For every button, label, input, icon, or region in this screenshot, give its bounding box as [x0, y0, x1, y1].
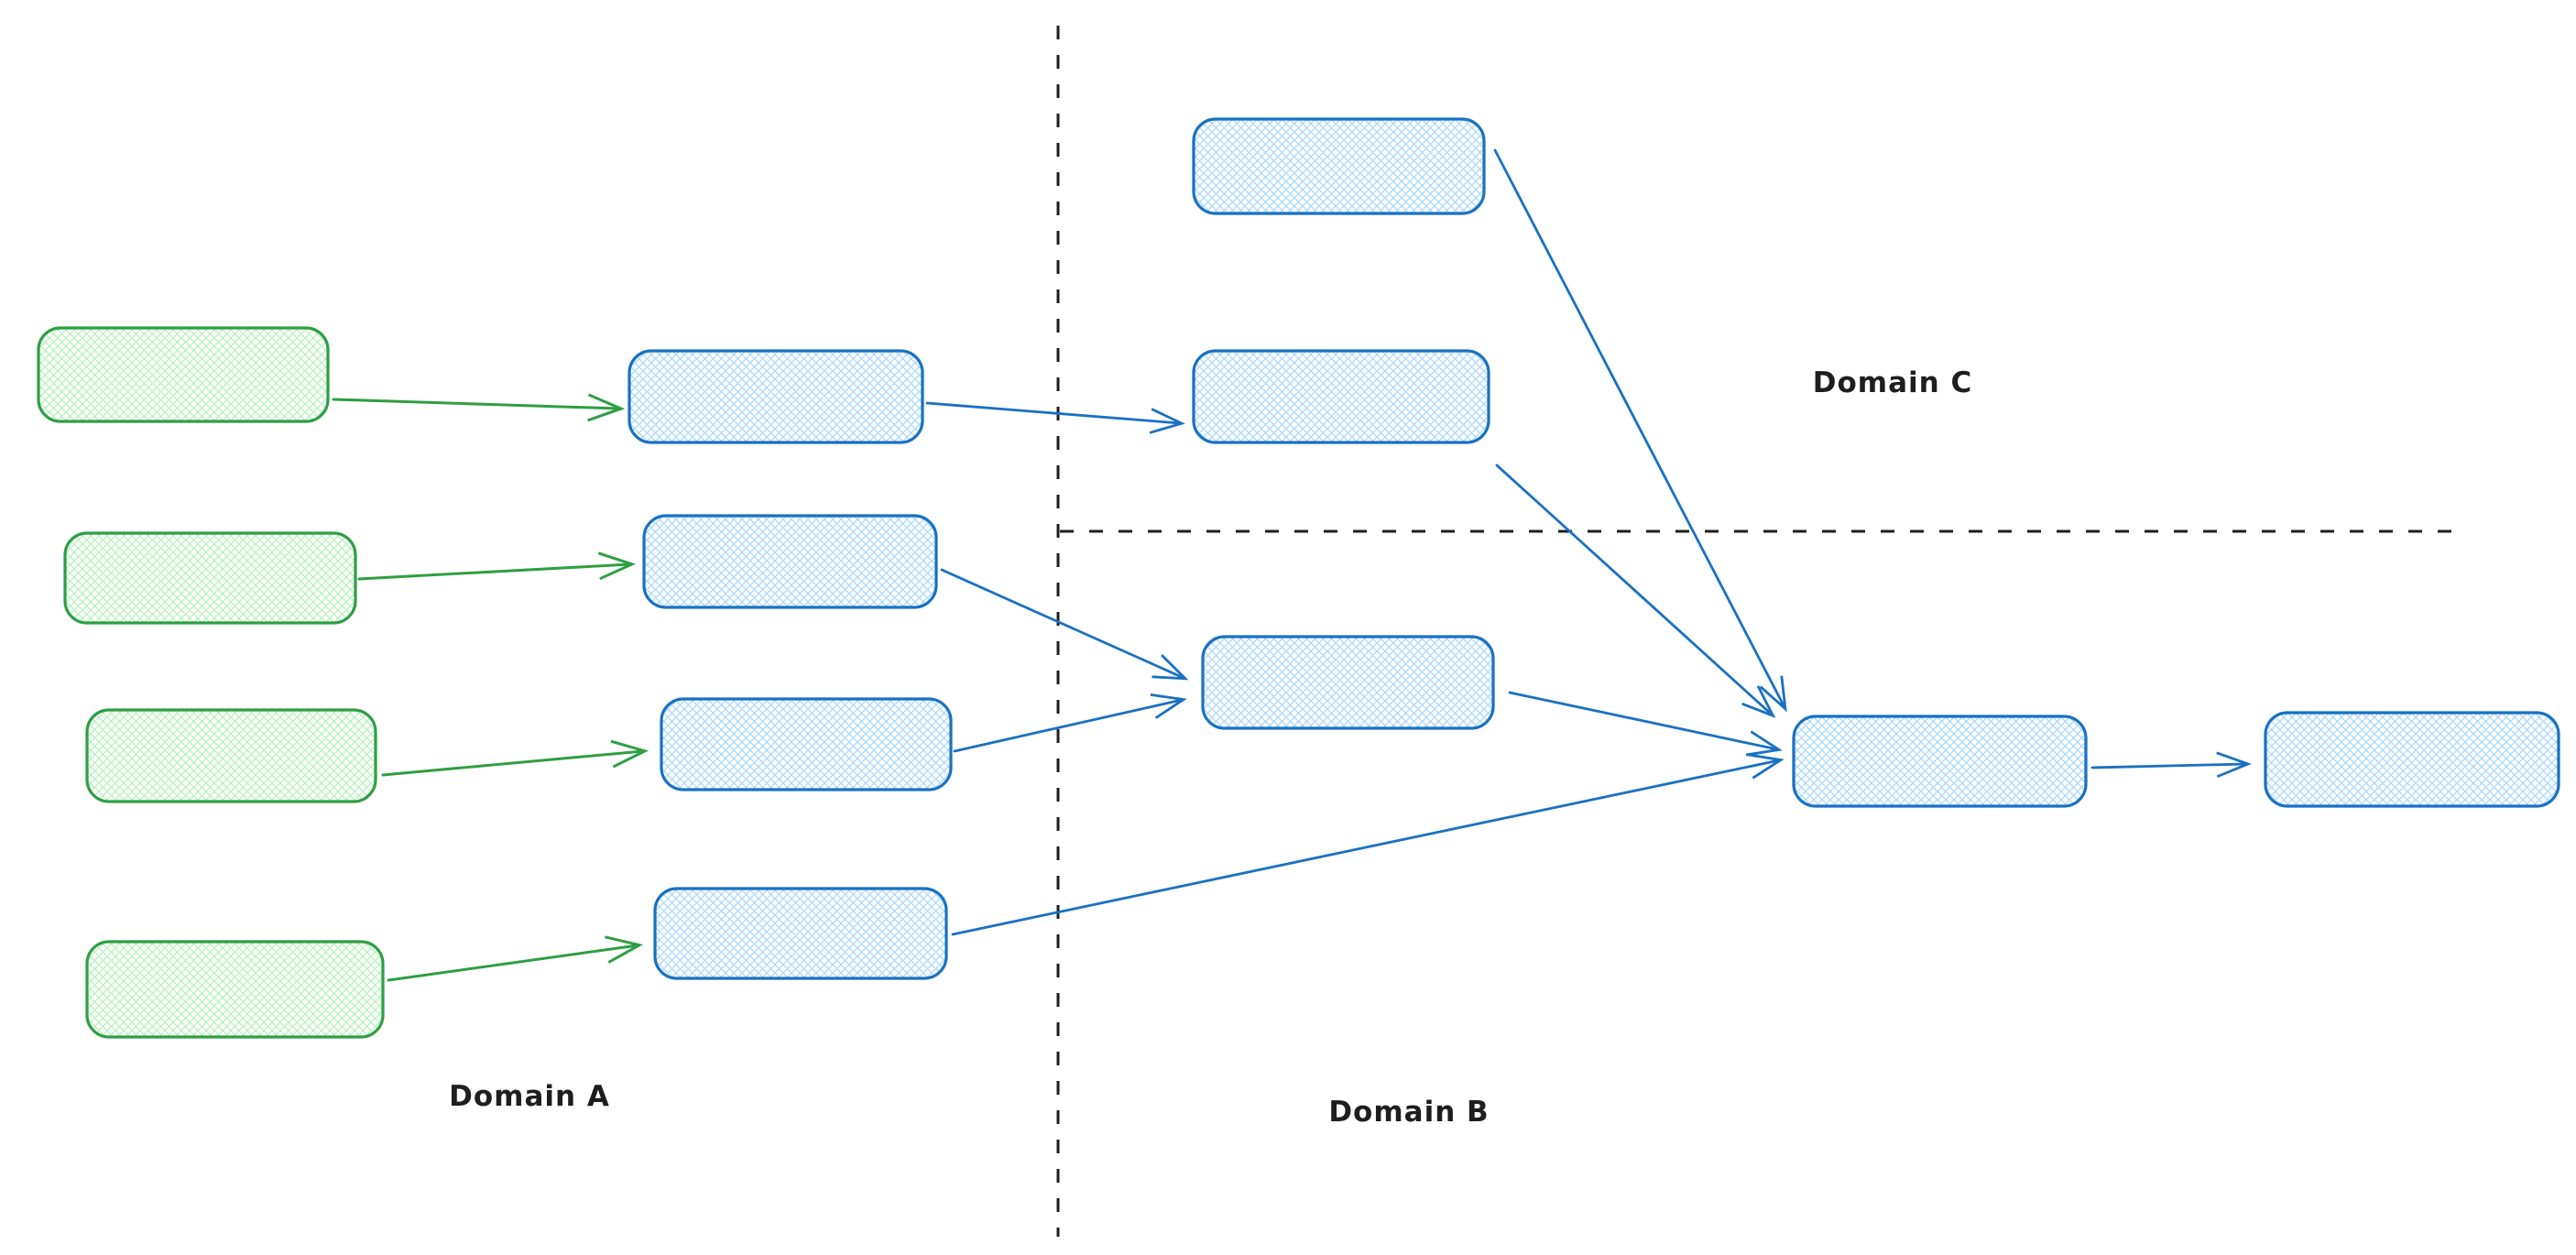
- node-a-source-3: [85, 708, 377, 803]
- edge-a-process-4-to-b-merge: [951, 753, 1785, 936]
- node-c-2: [1192, 349, 1490, 444]
- domain-c-label: Domain C: [1813, 366, 1973, 399]
- node-a-process-4: [653, 887, 948, 980]
- node-a-source-2: [63, 531, 357, 625]
- node-a-process-3: [660, 697, 953, 791]
- node-c-1: [1192, 117, 1486, 215]
- edge-c-1-to-b-merge: [1493, 148, 1787, 713]
- edge-a-process-3-to-b-1: [953, 693, 1187, 753]
- edge-a-process-2-to-b-1: [940, 568, 1189, 681]
- domain-b-label: Domain B: [1328, 1096, 1489, 1129]
- node-a-source-4: [85, 940, 385, 1039]
- edge-a-source-3-to-a-process-3: [381, 751, 643, 777]
- domain-a-label: Domain A: [449, 1080, 610, 1113]
- node-a-process-2: [642, 514, 938, 609]
- node-a-process-1: [628, 349, 924, 444]
- node-b-1: [1201, 635, 1495, 730]
- edge-c-2-to-b-merge: [1495, 464, 1776, 718]
- edge-b-merge-to-b-output: [2090, 751, 2252, 779]
- edge-a-source-1-to-a-process-1: [332, 399, 619, 409]
- edge-a-source-4-to-a-process-4: [387, 945, 638, 982]
- edge-a-process-1-to-c-2: [925, 401, 1185, 434]
- edge-a-source-2-to-a-process-2: [357, 564, 630, 581]
- node-a-source-1: [37, 326, 330, 423]
- node-b-output: [2264, 711, 2560, 808]
- edge-b-1-to-b-merge: [1508, 691, 1783, 757]
- node-b-merge: [1792, 715, 2088, 808]
